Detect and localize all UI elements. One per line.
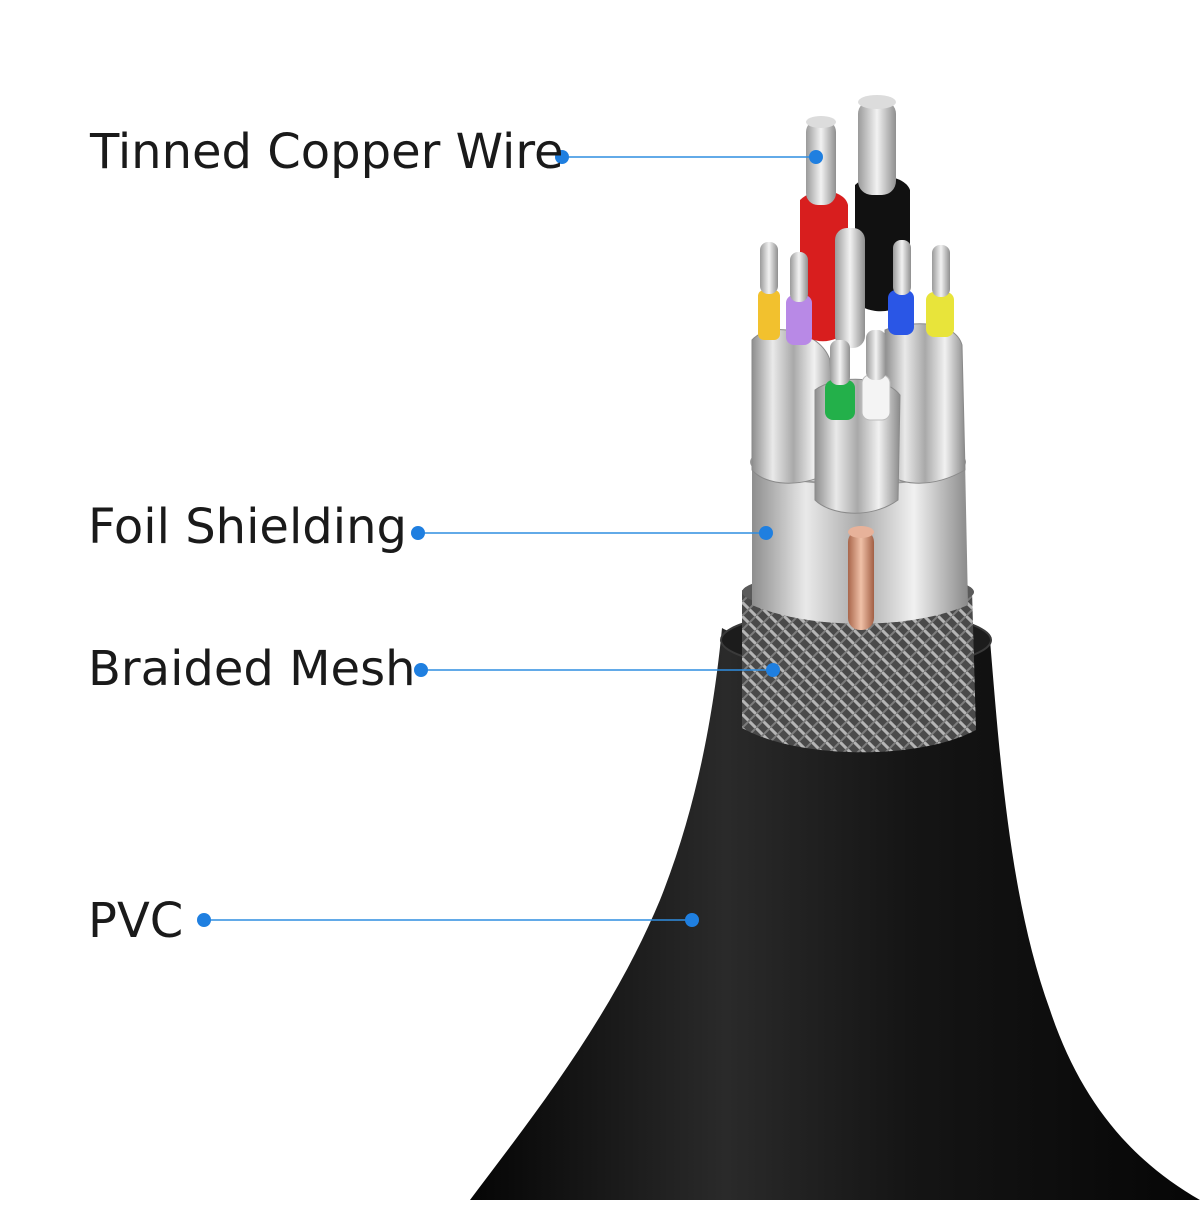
yellow-conductor <box>758 290 780 340</box>
braided-mesh <box>742 590 976 753</box>
purple-conductor <box>786 295 812 345</box>
callout-dot <box>197 913 211 927</box>
callout-foil-shielding <box>411 526 773 540</box>
pvc-jacket <box>470 628 1200 1200</box>
label-foil-shielding: Foil Shielding <box>88 499 407 555</box>
white-conductor <box>861 374 891 421</box>
callout-dot <box>555 150 569 164</box>
label-braided-mesh: Braided Mesh <box>88 641 416 697</box>
label-pvc: PVC <box>88 893 184 949</box>
callout-pvc <box>197 913 699 927</box>
drain-copper-wire <box>848 530 874 630</box>
callout-dot <box>759 526 773 540</box>
callout-dot <box>411 526 425 540</box>
lime-conductor <box>926 292 954 337</box>
callout-braided-mesh <box>414 663 780 677</box>
callout-dot <box>809 150 823 164</box>
green-conductor <box>825 380 855 420</box>
blue-conductor <box>888 290 914 335</box>
label-tinned-copper-wire: Tinned Copper Wire <box>90 124 564 180</box>
callout-dot <box>685 913 699 927</box>
callout-dot <box>414 663 428 677</box>
callout-dot <box>766 663 780 677</box>
callout-tinned-copper-wire <box>555 150 823 164</box>
